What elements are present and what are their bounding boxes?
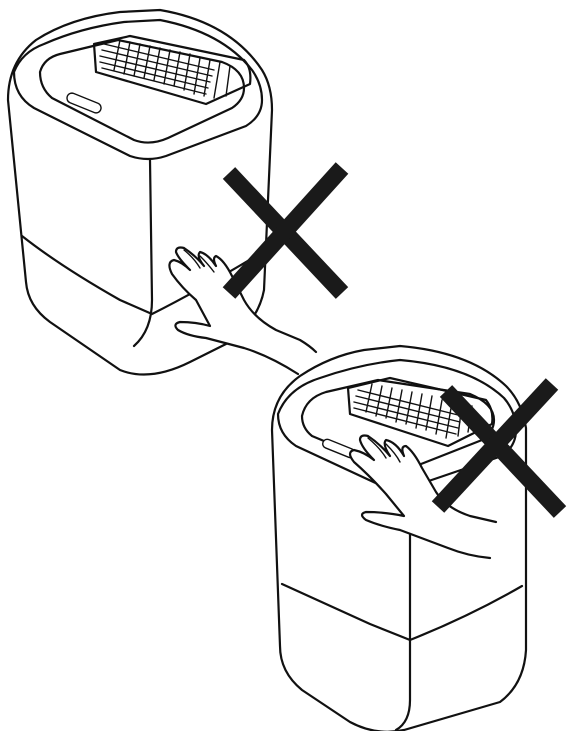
illustration-canvas	[0, 0, 571, 731]
warning-illustration	[0, 0, 571, 731]
